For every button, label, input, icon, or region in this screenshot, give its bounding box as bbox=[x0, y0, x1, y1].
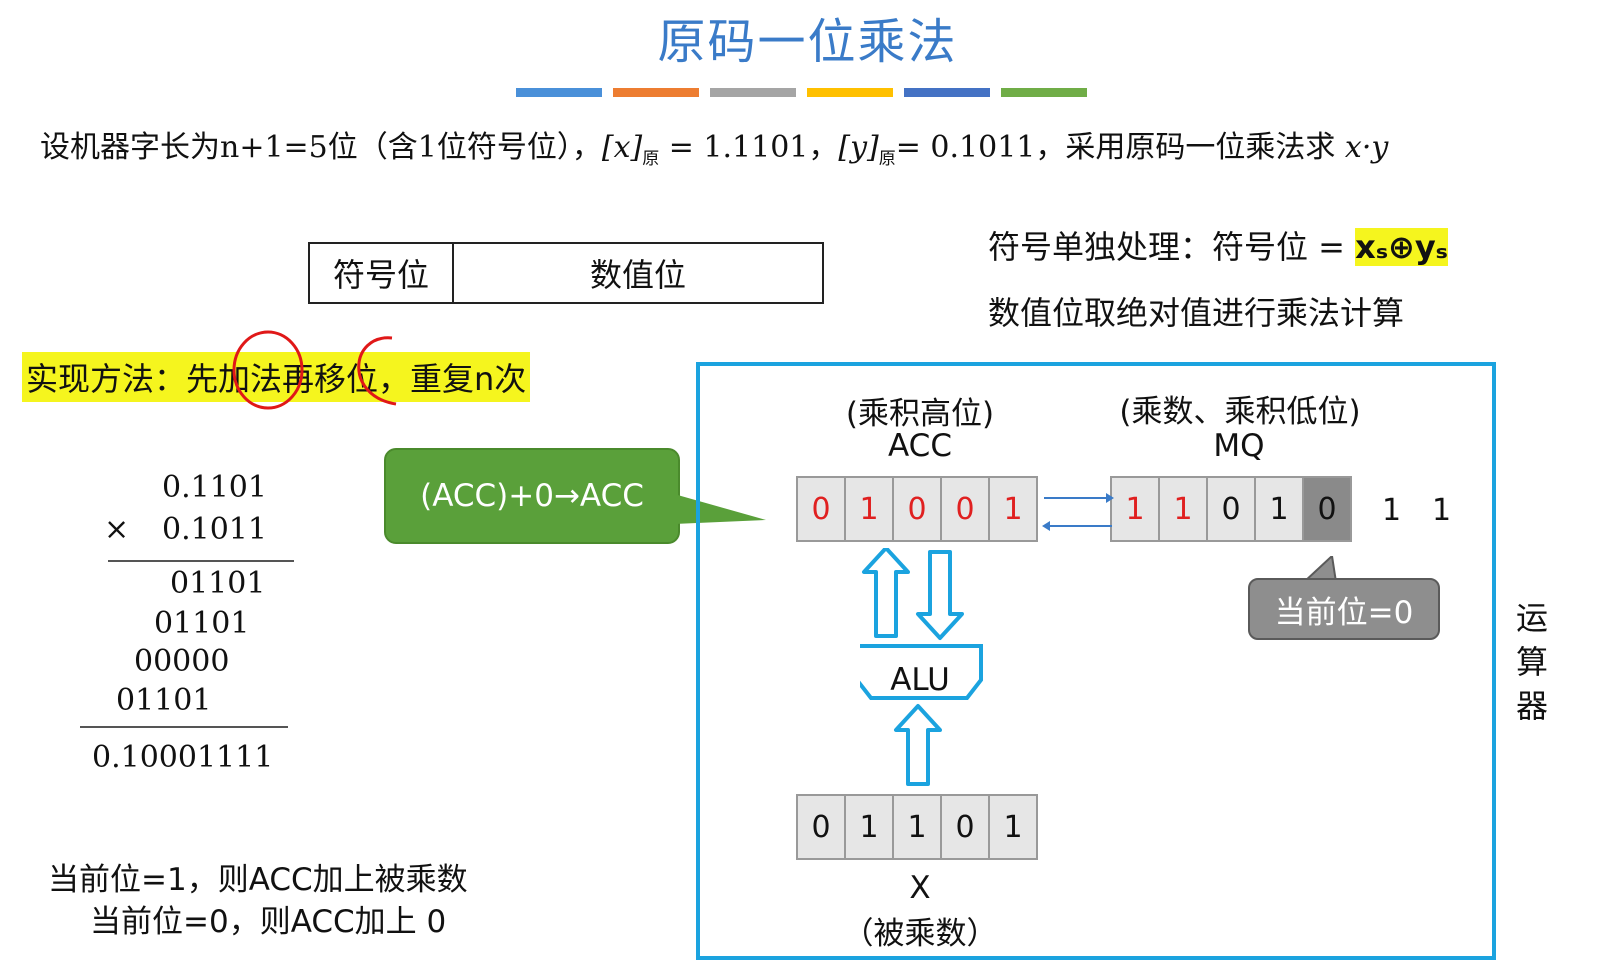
page-title: 原码一位乘法 bbox=[657, 14, 958, 70]
x-label: [x] bbox=[601, 130, 643, 165]
mq-shifted-bit-2: 1 bbox=[1432, 493, 1452, 528]
arithmetic-unit-label: 运 算 器 bbox=[1512, 596, 1552, 728]
acc-bit-cell: 0 bbox=[940, 476, 990, 542]
partial-product-4: 01101 bbox=[116, 683, 212, 718]
calc-result: 0.10001111 bbox=[92, 740, 274, 775]
acc-bit-cell: 0 bbox=[796, 476, 846, 542]
problem-statement: 设机器字长为n+1=5位（含1位符号位），[x]原 = 1.1101，[y]原=… bbox=[40, 122, 1388, 169]
x-bit-cell: 1 bbox=[988, 794, 1038, 860]
y-label: [y] bbox=[838, 130, 879, 165]
problem-prefix: 设机器字长为n+1=5位（含1位符号位）， bbox=[40, 130, 602, 165]
sign-rule-text: 符号单独处理：符号位 = bbox=[988, 228, 1356, 266]
format-sign-field: 符号位 bbox=[310, 244, 454, 302]
x-bit-cell: 1 bbox=[892, 794, 942, 860]
x-register-caption: （被乘数） bbox=[842, 916, 998, 952]
acc-bit-cell: 0 bbox=[892, 476, 942, 542]
mq-bit-cell: 1 bbox=[1254, 476, 1304, 542]
annotation-circles bbox=[232, 330, 397, 410]
title-stripe bbox=[904, 88, 990, 97]
title-stripe bbox=[613, 88, 699, 97]
calc-divider-bottom bbox=[80, 726, 288, 728]
mq-bit-cell: 1 bbox=[1158, 476, 1208, 542]
frame-label-char-2: 算 bbox=[1515, 643, 1548, 681]
mq-bit-cell: 0 bbox=[1302, 476, 1352, 542]
acc-bit-cell: 1 bbox=[844, 476, 894, 542]
alu-label: ALU bbox=[890, 662, 950, 698]
sign-rule-formula: xₛ⊕yₛ bbox=[1355, 228, 1448, 266]
format-box: 符号位 数值位 bbox=[308, 242, 824, 304]
x-value: = 1.1101， bbox=[659, 130, 839, 165]
target-expression: x·y bbox=[1344, 130, 1389, 165]
x-bit-cell: 1 bbox=[844, 794, 894, 860]
mq-name: MQ bbox=[1213, 428, 1265, 464]
multiplicand: 0.1101 bbox=[162, 470, 267, 505]
title-stripe bbox=[1001, 88, 1087, 97]
partial-product-1: 01101 bbox=[170, 566, 266, 601]
y-value: = 0.1011，采用原码一位乘法求 bbox=[895, 130, 1345, 165]
acc-bit-cell: 1 bbox=[988, 476, 1038, 542]
value-rule: 数值位取绝对值进行乘法计算 bbox=[988, 294, 1405, 332]
frame-label-char-3: 器 bbox=[1515, 687, 1548, 725]
alu-datapath bbox=[860, 548, 983, 786]
y-sub: 原 bbox=[878, 149, 896, 169]
method-text: 实现方法：先加法再移位，重复n次 bbox=[22, 352, 531, 402]
x-register-name: X bbox=[909, 870, 931, 906]
format-value-field: 数值位 bbox=[589, 256, 686, 294]
x-bit-cell: 0 bbox=[940, 794, 990, 860]
acc-operation-callout: (ACC)+0→ACC bbox=[384, 448, 680, 544]
x-bit-cell: 0 bbox=[796, 794, 846, 860]
title-stripe bbox=[710, 88, 796, 97]
sign-rule: 符号单独处理：符号位 = xₛ⊕yₛ bbox=[988, 222, 1448, 268]
acc-mq-shift-arrows bbox=[1042, 493, 1114, 531]
acc-caption: (乘积高位) bbox=[845, 396, 995, 432]
x-sub: 原 bbox=[642, 149, 660, 169]
acc-name: ACC bbox=[888, 428, 952, 464]
rule-bit-one: 当前位=1，则ACC加上被乘数 bbox=[48, 862, 468, 898]
multiplier: 0.1011 bbox=[162, 512, 267, 547]
multiply-sign: × bbox=[104, 512, 130, 547]
current-bit-callout: 当前位=0 bbox=[1248, 578, 1440, 640]
partial-product-2: 01101 bbox=[154, 606, 250, 641]
mq-shifted-bit-1: 1 bbox=[1382, 493, 1402, 528]
frame-label-char-1: 运 bbox=[1515, 599, 1548, 637]
rule-bit-zero: 当前位=0，则ACC加上 0 bbox=[90, 904, 447, 940]
mq-caption: (乘数、乘积低位) bbox=[1119, 394, 1361, 430]
title-stripe bbox=[807, 88, 893, 97]
calc-divider-top bbox=[108, 560, 294, 562]
title-stripe bbox=[516, 88, 602, 97]
mq-bit-cell: 0 bbox=[1206, 476, 1256, 542]
partial-product-3: 00000 bbox=[134, 644, 230, 679]
mq-bit-cell: 1 bbox=[1110, 476, 1160, 542]
arithmetic-unit-frame bbox=[696, 362, 1496, 960]
